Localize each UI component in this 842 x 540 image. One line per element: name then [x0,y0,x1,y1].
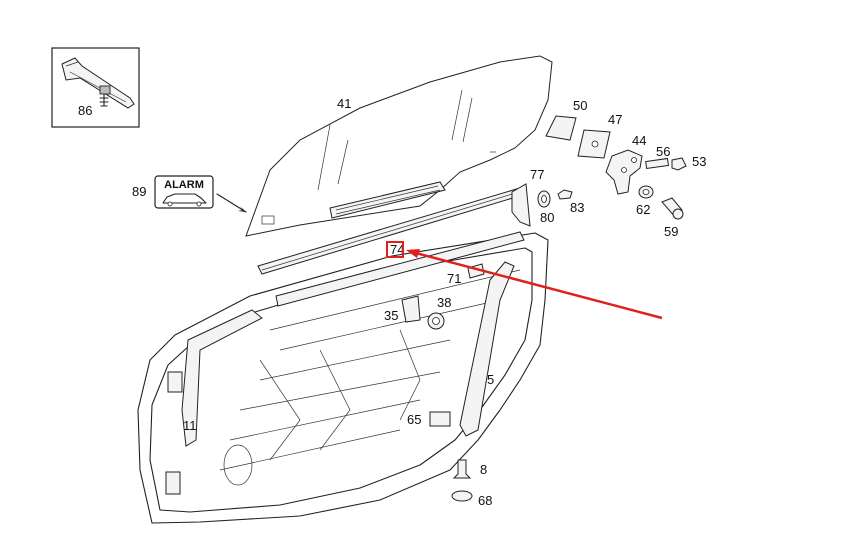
label-68: 68 [478,493,492,508]
label-56: 56 [656,144,670,159]
label-47: 47 [608,112,622,127]
label-89: 89 [132,184,146,199]
window-strip [257,183,531,275]
label-35: 35 [384,308,398,323]
label-38: 38 [437,295,451,310]
label-8: 8 [480,462,487,477]
highlight-part-74: 74 [386,241,663,320]
label-83: 83 [570,200,584,215]
label-86: 86 [78,103,92,118]
alarm-sticker-text: ALARM [164,179,204,191]
label-62: 62 [636,202,650,217]
label-5: 5 [487,372,494,387]
inset-box-part-86: 86 [51,47,140,128]
label-80: 80 [540,210,554,225]
alarm-sticker-89: ALARM 89 [132,175,247,213]
label-50: 50 [573,98,587,113]
window-glass-41: 41 [245,55,553,237]
label-74: 74 [390,242,404,257]
label-65: 65 [407,412,421,427]
door-shell [137,231,549,524]
pointer-arrow-head [406,249,420,258]
label-41: 41 [337,96,351,111]
pointer-arrow-line [411,250,663,320]
label-71: 71 [447,271,461,286]
label-53: 53 [692,154,706,169]
label-44: 44 [632,133,646,148]
hardware-parts-right: 50 47 44 56 53 77 80 83 62 59 [530,98,706,239]
label-11: 11 [183,418,197,433]
label-77: 77 [530,167,544,182]
label-59: 59 [664,224,678,239]
highlight-box [386,241,404,258]
